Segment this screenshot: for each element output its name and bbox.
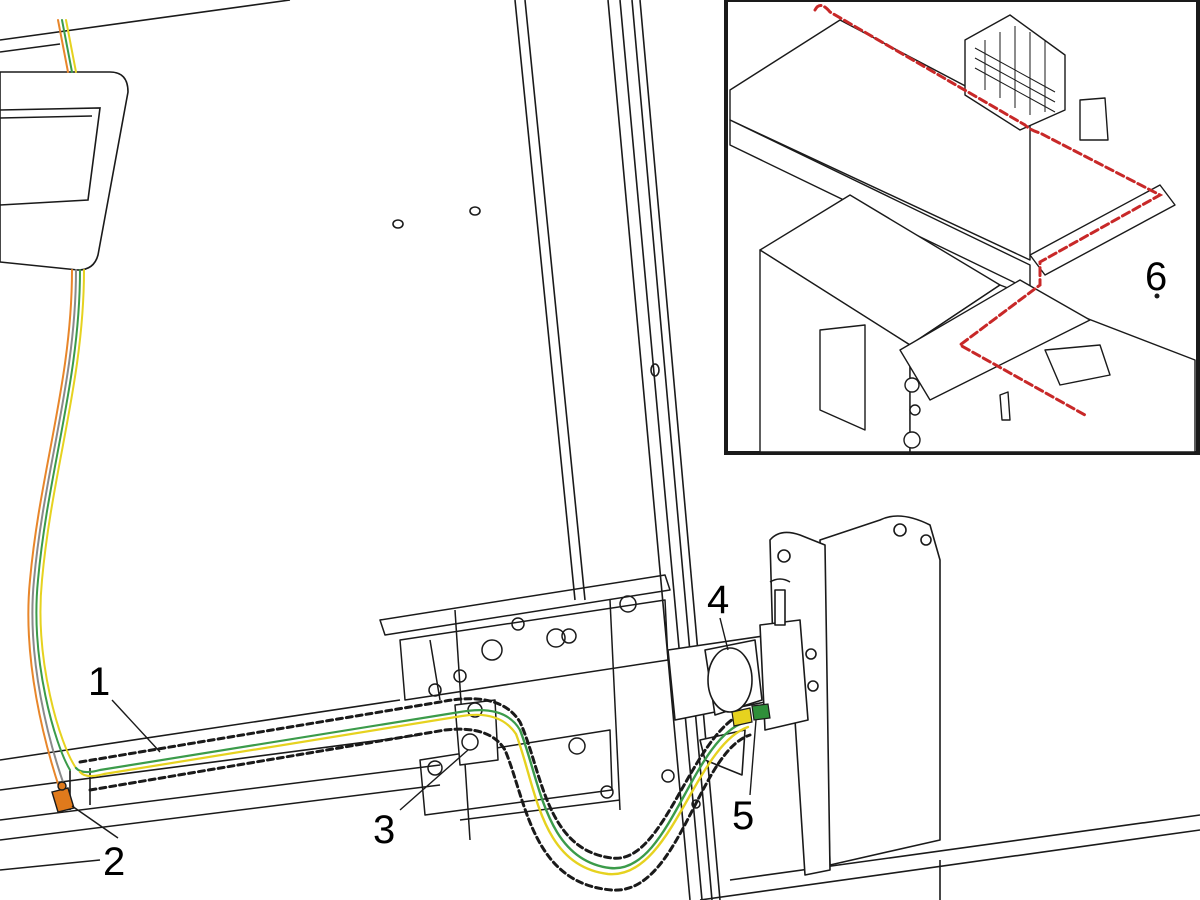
callout-6: 6: [1145, 255, 1167, 299]
inset-detail: [724, 0, 1200, 455]
callout-labels: 1 2 3 4 5 6: [88, 255, 1167, 884]
cable-route-inset: [813, 4, 1164, 417]
cable-harness: [27, 19, 750, 876]
callout-3: 3: [373, 808, 395, 852]
callout-5: 5: [732, 794, 754, 838]
pendant-display: [0, 71, 129, 271]
connector-5: [731, 703, 771, 727]
routing-path-main: [78, 697, 752, 892]
callout-2: 2: [103, 840, 125, 884]
carriage-assembly: [379, 574, 701, 841]
callout-1: 1: [88, 660, 110, 704]
callout-4: 4: [707, 578, 729, 622]
right-side-block: [667, 515, 941, 876]
